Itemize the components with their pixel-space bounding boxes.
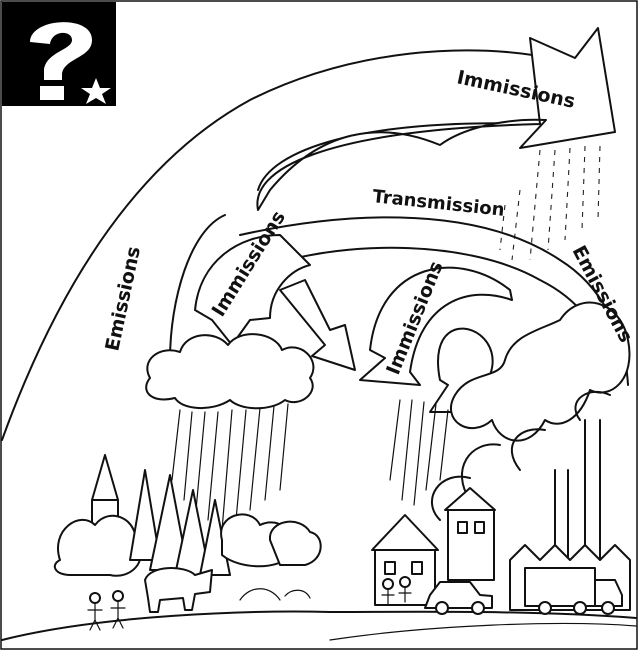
immissions-arrow-left-head — [194, 234, 311, 346]
rain-center — [389, 399, 449, 506]
cow — [144, 567, 213, 613]
people-left — [87, 590, 126, 631]
label-emissions-left: Emissions — [101, 244, 145, 353]
immissions-arrow-left-tail — [169, 214, 226, 361]
ground-hatch — [329, 622, 637, 641]
factory-chimneys — [554, 419, 601, 561]
people-town — [381, 576, 412, 605]
smoke-plumes — [430, 301, 631, 521]
immissions-arrow-center — [359, 266, 513, 386]
question-mark-star-icon — [2, 2, 116, 106]
rain-cloud-left — [145, 333, 315, 410]
label-transmission: Transmission — [371, 186, 505, 221]
car — [424, 581, 493, 615]
forest-trees — [129, 469, 322, 576]
ground-line — [1, 610, 637, 641]
rain-right — [499, 145, 601, 261]
small-arrow-down — [279, 279, 356, 371]
immissions-arrow-head-top — [256, 27, 616, 211]
village-church — [53, 454, 142, 577]
rain-left — [171, 403, 289, 531]
flowers — [239, 588, 311, 601]
truck — [524, 567, 623, 615]
